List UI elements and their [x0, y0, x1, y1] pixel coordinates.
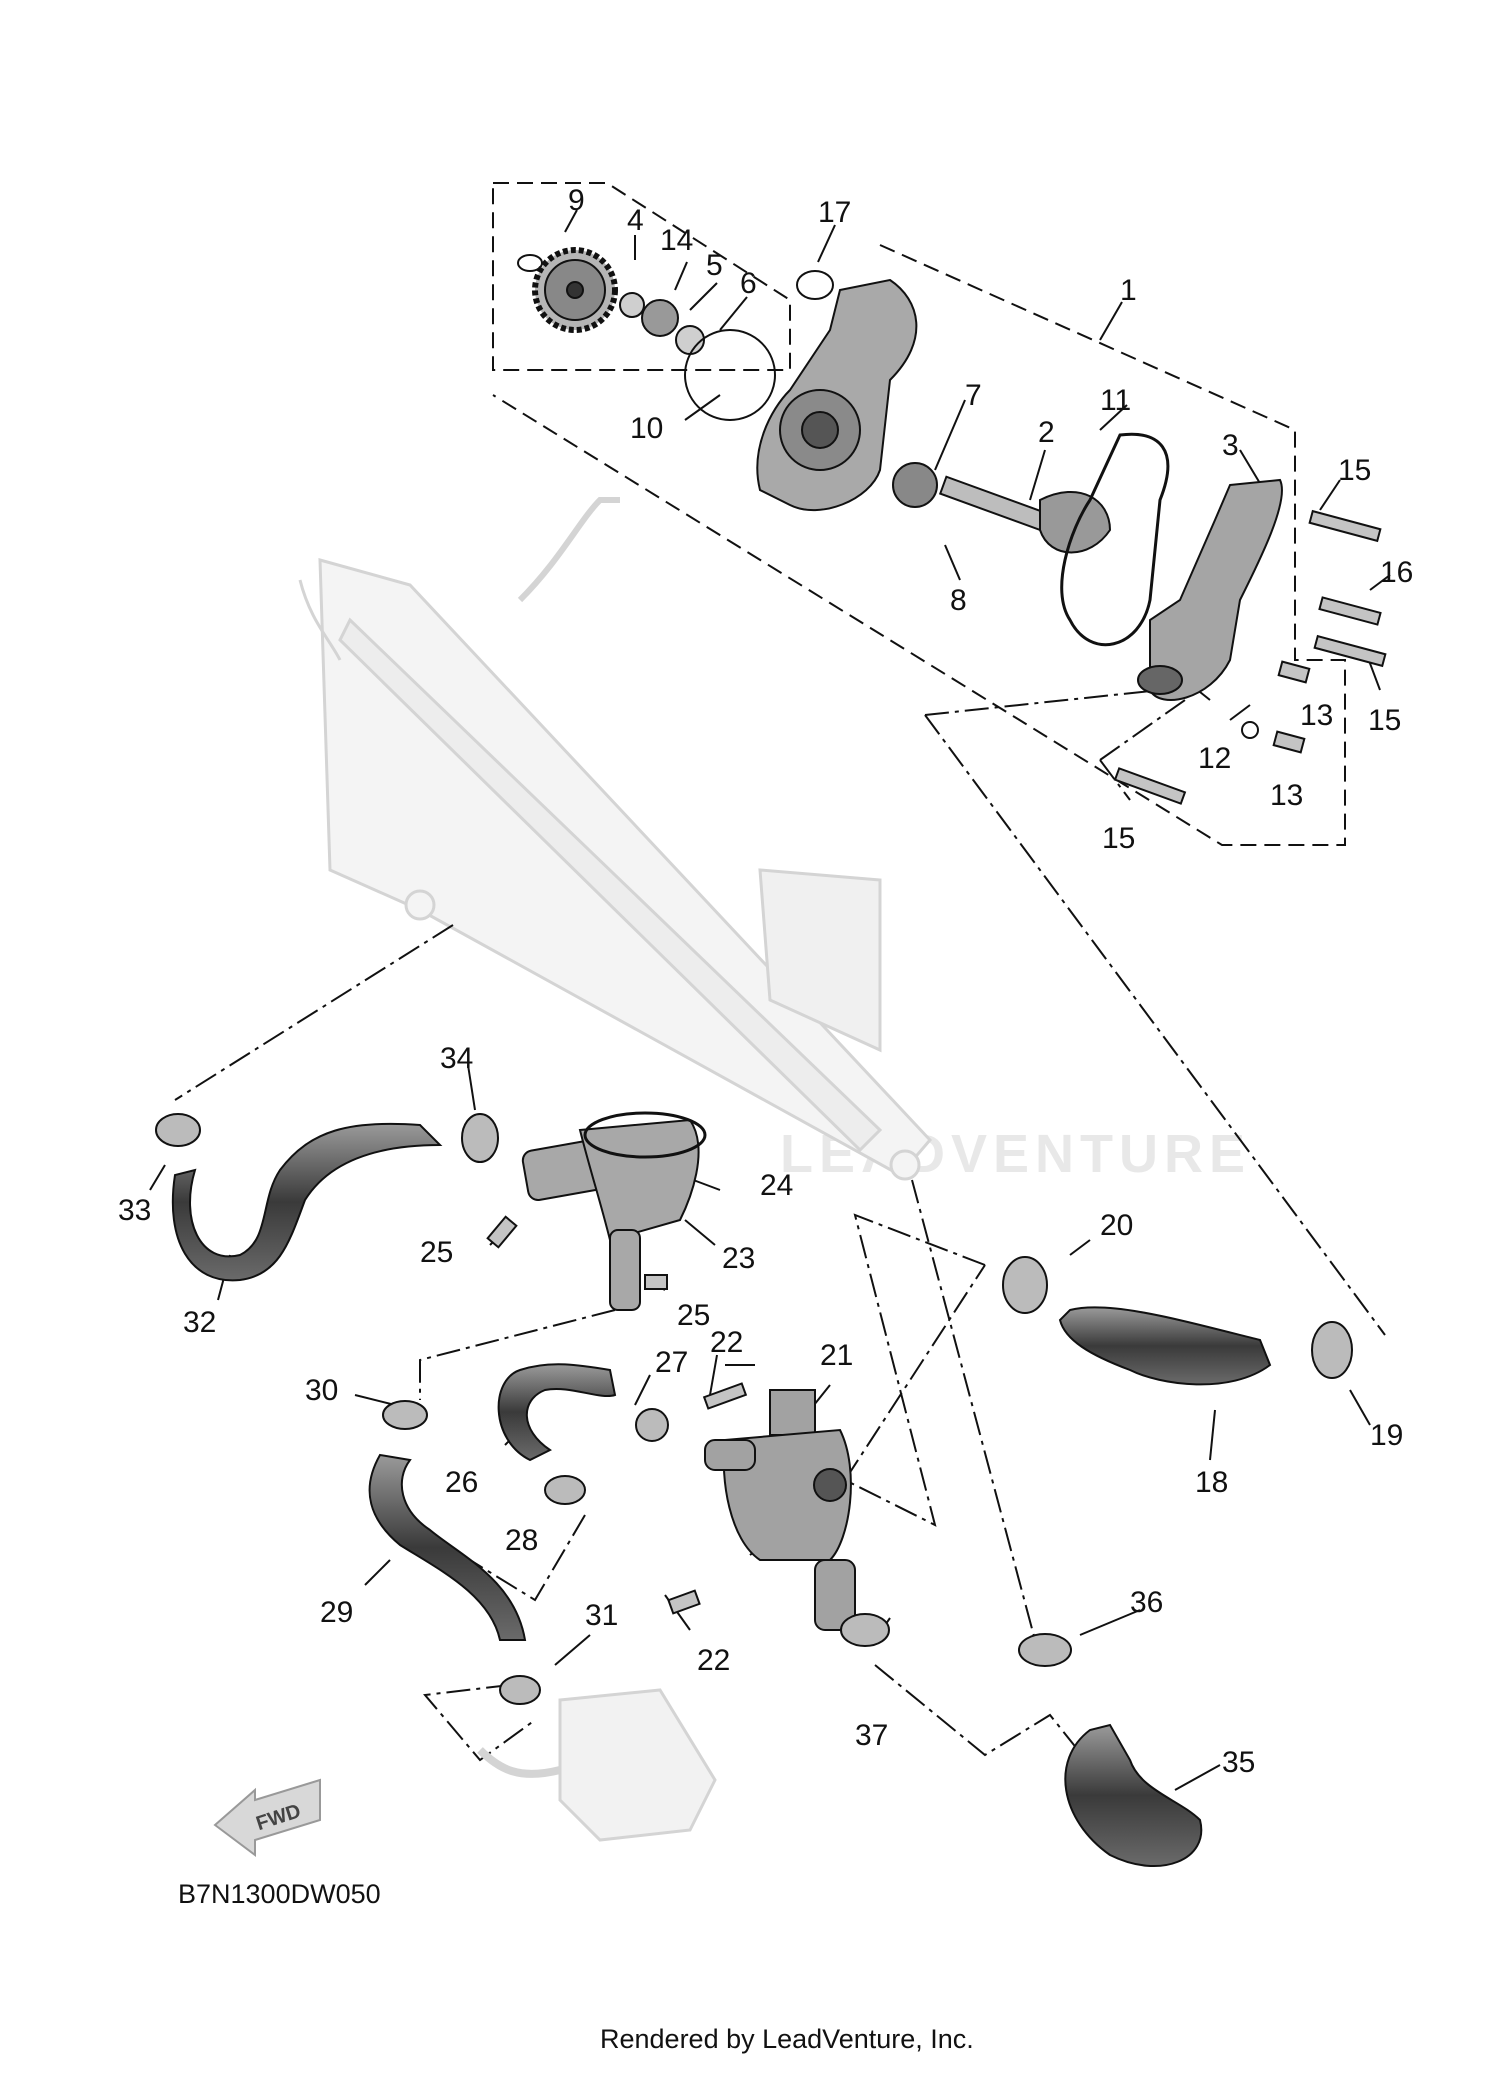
callout-2: 2	[1038, 416, 1055, 449]
forward-direction-arrow: FWD	[213, 1778, 321, 1857]
callout-4: 4	[627, 204, 644, 237]
drive-gear	[532, 247, 618, 333]
callout-24: 24	[760, 1169, 793, 1202]
pump-cover-gasket	[1060, 432, 1170, 647]
callout-5: 5	[706, 249, 723, 282]
callout-15a: 15	[1338, 454, 1371, 487]
callout-9: 9	[568, 184, 585, 217]
leader-lines	[149, 209, 1391, 1791]
callout-23: 23	[722, 1242, 755, 1275]
callout-3: 3	[1222, 429, 1239, 462]
callout-15b: 15	[1368, 704, 1401, 737]
hoses	[171, 1122, 1272, 1868]
callout-32: 32	[183, 1306, 216, 1339]
callout-18: 18	[1195, 1466, 1228, 1499]
callout-30: 30	[305, 1374, 338, 1407]
callout-10: 10	[630, 412, 663, 445]
callout-25b: 25	[677, 1299, 710, 1332]
callout-6: 6	[740, 267, 757, 300]
hose-clamps	[155, 1113, 1353, 1705]
callout-1: 1	[1120, 274, 1137, 307]
callout-19: 19	[1370, 1419, 1403, 1452]
callout-26: 26	[445, 1466, 478, 1499]
diagram-code: B7N1300DW050	[178, 1879, 381, 1909]
callout-labels: 1 2 3 4 5 6 7 8 9 10 11 12 13 13 14 15 1…	[118, 184, 1413, 1779]
callout-36: 36	[1130, 1586, 1163, 1619]
pump-assembly-outline	[492, 182, 1346, 846]
callout-28: 28	[505, 1524, 538, 1557]
callout-7: 7	[965, 379, 982, 412]
thermostat-housing	[521, 1111, 707, 1311]
callout-13a: 13	[1300, 699, 1333, 732]
callout-34: 34	[440, 1042, 473, 1075]
callout-17: 17	[818, 196, 851, 229]
callout-16: 16	[1380, 556, 1413, 589]
callout-13b: 13	[1270, 779, 1303, 812]
coolant-junction	[704, 1389, 856, 1631]
pump-housing	[756, 278, 918, 511]
callout-27: 27	[655, 1346, 688, 1379]
callout-12: 12	[1198, 742, 1231, 775]
callout-22b: 22	[697, 1644, 730, 1677]
callout-8: 8	[950, 584, 967, 617]
bolts	[486, 509, 1387, 1615]
oil-cooler	[477, 1688, 717, 1842]
callout-14: 14	[660, 224, 693, 257]
callout-15c: 15	[1102, 822, 1135, 855]
callout-31: 31	[585, 1599, 618, 1632]
callout-25a: 25	[420, 1236, 453, 1269]
pump-cover	[1137, 478, 1283, 701]
small-parts	[517, 254, 1259, 739]
radiator	[298, 497, 933, 1181]
callout-29: 29	[320, 1596, 353, 1629]
impeller-shaft	[938, 475, 1112, 554]
footer-credit: Rendered by LeadVenture, Inc.	[600, 2024, 974, 2054]
callout-35: 35	[1222, 1746, 1255, 1779]
callout-37: 37	[855, 1719, 888, 1752]
callout-33: 33	[118, 1194, 151, 1227]
callout-22a: 22	[710, 1326, 743, 1359]
callout-20: 20	[1100, 1209, 1133, 1242]
callout-21: 21	[820, 1339, 853, 1372]
callout-11: 11	[1100, 384, 1131, 417]
